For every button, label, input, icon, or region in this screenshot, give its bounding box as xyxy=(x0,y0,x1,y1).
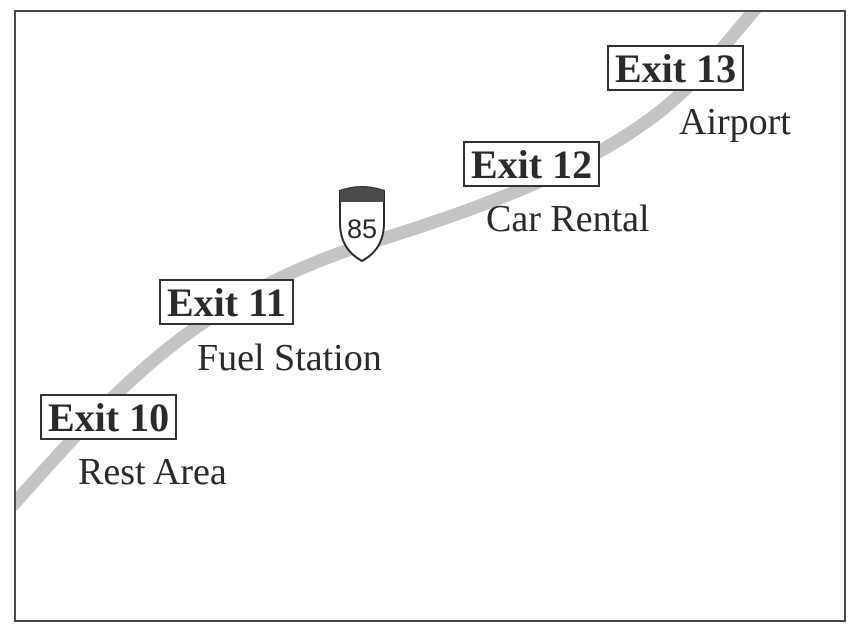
exit-11-place: Fuel Station xyxy=(197,337,382,379)
exit-13-sign: Exit 13 xyxy=(607,45,745,91)
exit-12-sign: Exit 12 xyxy=(463,141,601,187)
exit-11-sign: Exit 11 xyxy=(159,279,294,325)
shield-top-band xyxy=(340,187,384,202)
exit-10-place: Rest Area xyxy=(78,451,227,493)
map-frame: 85 Exit 10 Rest Area Exit 11 Fuel Statio… xyxy=(14,10,846,622)
shield-number: 85 xyxy=(347,214,377,244)
exit-12-place: Car Rental xyxy=(486,198,650,240)
exit-13-place: Airport xyxy=(679,101,791,143)
exit-10-sign: Exit 10 xyxy=(40,394,178,440)
interstate-shield-icon: 85 xyxy=(339,186,385,263)
